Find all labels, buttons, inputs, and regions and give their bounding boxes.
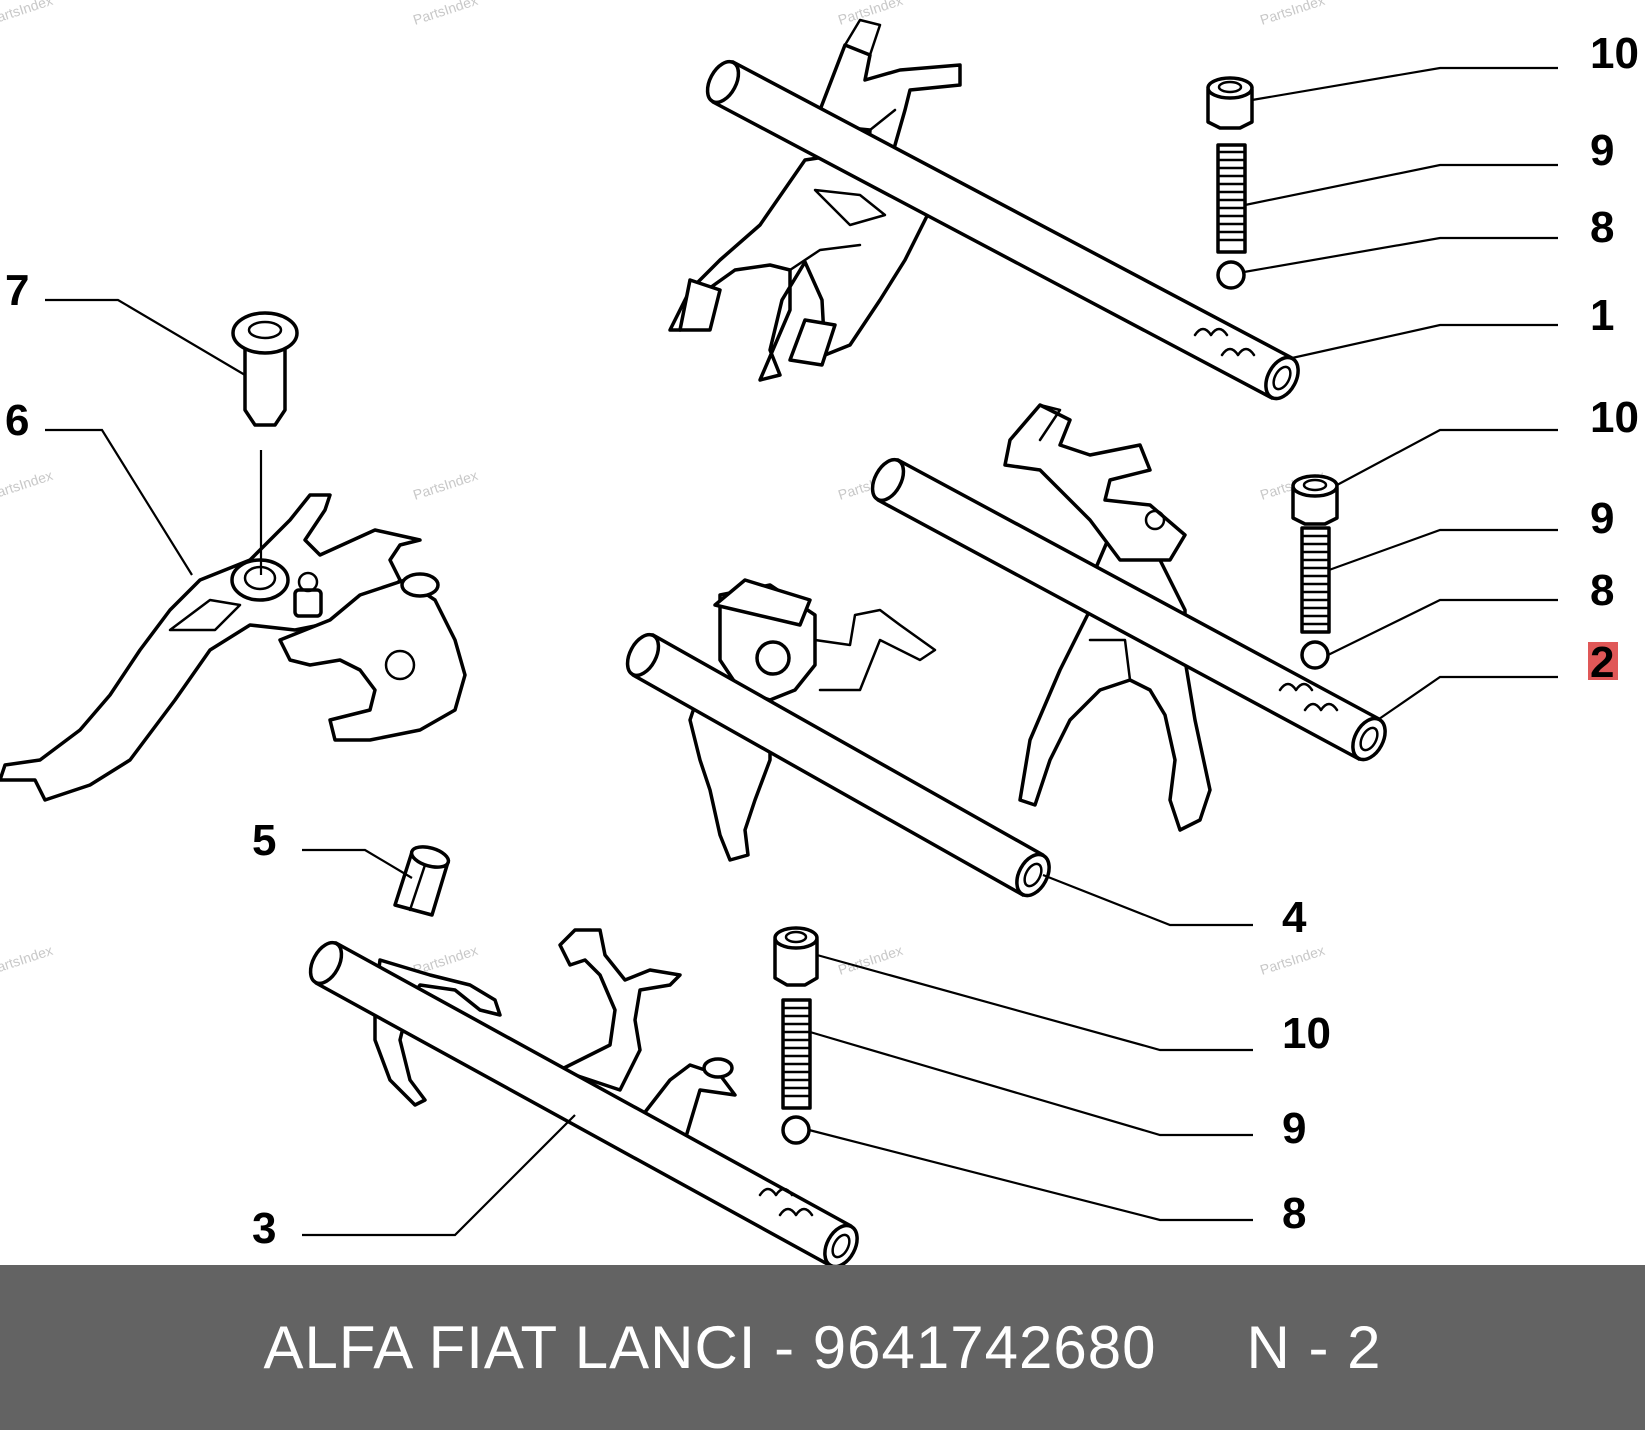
detent-set-top[interactable] [1206, 76, 1254, 290]
callout-5[interactable]: 5 [252, 816, 276, 865]
parts-diagram: PartsIndex PartsIndex PartsIndex PartsIn… [0, 0, 1639, 1265]
leader-lines [45, 66, 1558, 1237]
callout-8[interactable]: 8 [1282, 1189, 1306, 1238]
watermark: PartsIndex [0, 467, 55, 503]
callout-4[interactable]: 4 [1282, 893, 1307, 942]
watermark: PartsIndex [411, 467, 480, 503]
position-label: N - 2 [1246, 1314, 1382, 1381]
callout-3[interactable]: 3 [252, 1204, 276, 1253]
callout-7[interactable]: 7 [5, 266, 29, 315]
callout-9[interactable]: 9 [1590, 126, 1614, 175]
part-2-shift-rod-fork[interactable] [866, 403, 1391, 832]
callout-10[interactable]: 10 [1590, 29, 1639, 78]
part-1-shift-rod-fork[interactable] [668, 18, 1305, 404]
callout-10[interactable]: 10 [1590, 393, 1639, 442]
watermark: PartsIndex [1258, 0, 1327, 28]
watermarks: PartsIndex PartsIndex PartsIndex PartsIn… [0, 0, 1327, 978]
watermark: PartsIndex [836, 942, 905, 978]
callout-2[interactable]: 2 [1590, 638, 1614, 687]
part-info: ALFA FIAT LANCI - 9641742680 [263, 1314, 1157, 1381]
callout-9[interactable]: 9 [1590, 494, 1614, 543]
part-5-sleeve-pin[interactable] [393, 843, 451, 917]
callout-9[interactable]: 9 [1282, 1104, 1306, 1153]
callouts: 10 9 8 1 10 9 8 2 4 10 9 8 3 5 7 6 [5, 29, 1639, 1253]
callout-1[interactable]: 1 [1590, 291, 1614, 340]
part-7-pin[interactable] [231, 311, 299, 427]
callout-8[interactable]: 8 [1590, 566, 1614, 615]
callout-8[interactable]: 8 [1590, 203, 1614, 252]
callout-10[interactable]: 10 [1282, 1009, 1331, 1058]
watermark: PartsIndex [0, 0, 55, 28]
detent-set-bottom[interactable] [773, 926, 819, 1145]
part-3-shift-rod[interactable] [304, 928, 863, 1265]
callout-6[interactable]: 6 [5, 396, 29, 445]
footer-bar: ALFA FIAT LANCI - 9641742680 N - 2 [0, 1265, 1645, 1430]
detent-set-middle[interactable] [1291, 474, 1339, 670]
watermark: PartsIndex [411, 0, 480, 28]
part-4-shift-rod[interactable] [621, 578, 1055, 901]
watermark: PartsIndex [0, 942, 55, 978]
callout-2-highlight [1588, 642, 1618, 680]
watermark: PartsIndex [1258, 942, 1327, 978]
part-6-selector-lever[interactable] [0, 493, 467, 802]
